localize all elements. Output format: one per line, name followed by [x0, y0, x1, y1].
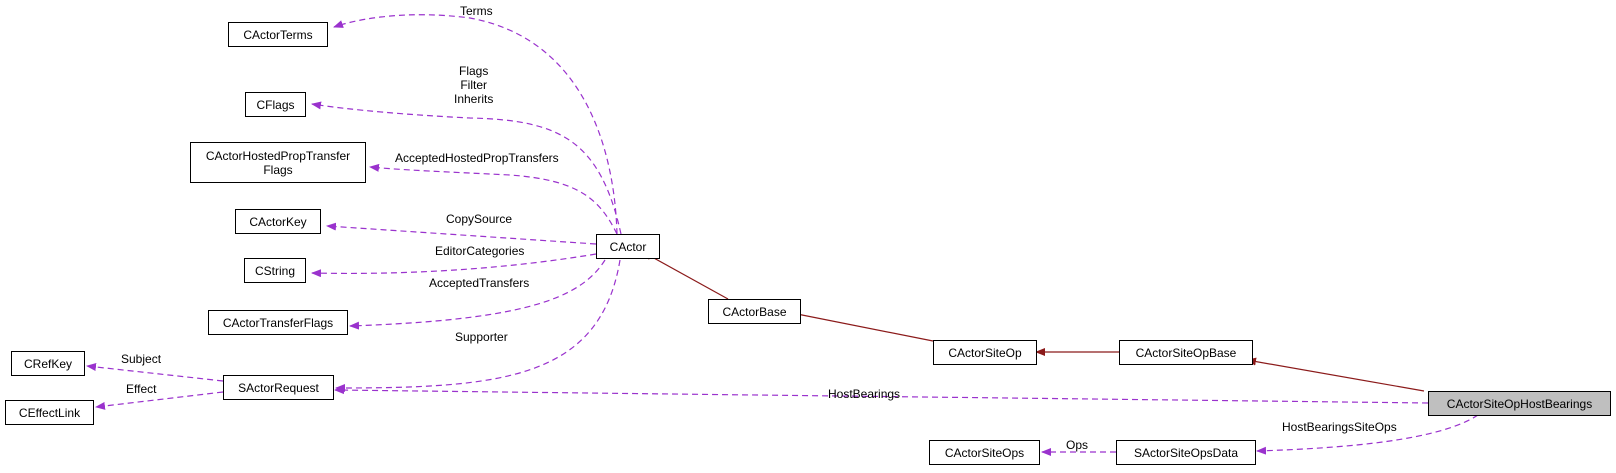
node-cactorsiteop[interactable]: CActorSiteOp: [933, 340, 1037, 365]
edge-subject: [86, 363, 224, 382]
edge-supporter: [335, 259, 621, 392]
edge-hostbearings-to-cactorsiteopbase: [1246, 357, 1425, 392]
node-cactorsiteops[interactable]: CActorSiteOps: [929, 440, 1040, 465]
node-cactorsiteopbase[interactable]: CActorSiteOpBase: [1119, 340, 1253, 365]
node-crefkey[interactable]: CRefKey: [11, 351, 85, 376]
node-cactor[interactable]: CActor: [596, 234, 660, 259]
edge-effect: [95, 391, 224, 410]
node-ceffectlink[interactable]: CEffectLink: [5, 400, 94, 425]
edge-label-copy-source: CopySource: [446, 212, 513, 226]
node-cflags[interactable]: CFlags: [245, 92, 306, 117]
edge-label-terms: Terms: [460, 4, 493, 18]
edge-label-effect: Effect: [126, 382, 157, 396]
edge-label-subject: Subject: [121, 352, 162, 366]
node-cactorterms[interactable]: CActorTerms: [228, 22, 328, 47]
node-cstring[interactable]: CString: [244, 258, 306, 283]
edge-accepted-transfers: [349, 259, 606, 330]
edge-label-supporter: Supporter: [455, 330, 508, 344]
edge-label-host-bearings: HostBearings: [828, 387, 901, 401]
edge-editor-categories: [311, 253, 597, 278]
node-cactorbase[interactable]: CActorBase: [708, 299, 801, 324]
edge-label-editor-categories: EditorCategories: [435, 244, 525, 258]
edge-flags: [311, 101, 622, 235]
edge-copy-source: [326, 222, 597, 245]
edge-accepted-hosted-prop-transfers: [369, 163, 618, 235]
edge-label-accepted-hosted-prop-transfers: AcceptedHostedPropTransfers: [395, 151, 559, 165]
edge-label-flags-filter-inherits: Flags Filter Inherits: [454, 64, 494, 106]
edge-label-accepted-transfers: AcceptedTransfers: [429, 276, 530, 290]
node-cactorsiteophostbearings[interactable]: CActorSiteOpHostBearings: [1428, 391, 1611, 416]
edge-host-bearings-site-ops: [1256, 414, 1479, 455]
node-cactortransferflags[interactable]: CActorTransferFlags: [208, 310, 348, 335]
node-sactorsiteopsdata[interactable]: SActorSiteOpsData: [1116, 440, 1256, 465]
edge-label-host-bearings-site-ops: HostBearingsSiteOps: [1282, 420, 1397, 434]
node-cactorhostedproptransferflags[interactable]: CActorHostedPropTransfer Flags: [190, 142, 366, 183]
edge-terms: [333, 14, 618, 235]
edge-cactorsiteop-to-cactorbase: [786, 309, 934, 342]
edge-label-ops: Ops: [1066, 438, 1089, 452]
node-sactorrequest[interactable]: SActorRequest: [223, 375, 334, 400]
edge-cactorbase-to-cactor: [642, 251, 729, 300]
node-cactorkey[interactable]: CActorKey: [235, 209, 321, 234]
edge-host-bearings: [334, 386, 1429, 404]
